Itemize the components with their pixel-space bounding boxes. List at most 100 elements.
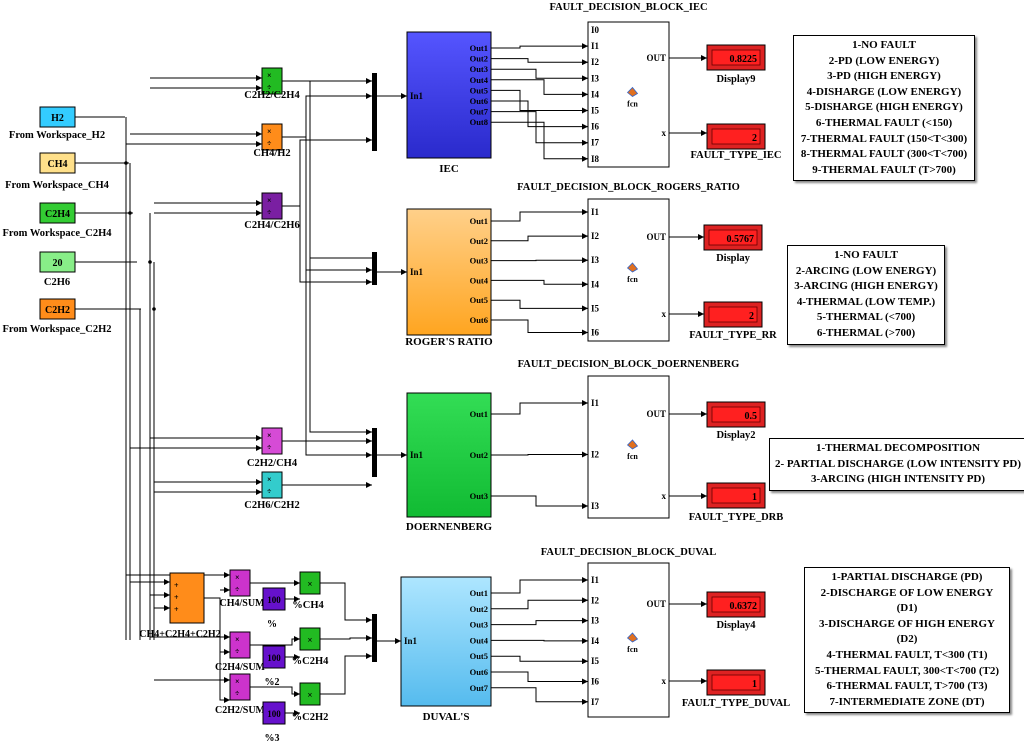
divide-sign: ÷: [267, 139, 272, 148]
source-label: C2H6: [44, 277, 70, 288]
mux-bar[interactable]: [372, 73, 377, 151]
display-screen: [711, 406, 761, 423]
sum-label: CH4+C2H4+C2H2: [139, 629, 220, 640]
mux-bar[interactable]: [372, 614, 377, 662]
product-block[interactable]: [299, 627, 321, 651]
fault-decision-block[interactable]: [587, 21, 670, 168]
mux-bar[interactable]: [372, 428, 377, 477]
product-label: %CH4: [292, 600, 324, 611]
signal-line: [491, 637, 588, 644]
multiply-sign: ×: [235, 573, 240, 582]
outport-label: OUT: [646, 409, 666, 419]
multiply-sign: ×: [267, 196, 272, 205]
divide-sign: ÷: [267, 487, 272, 496]
legend-line: 9-THERMAL FAULT (T>700): [812, 163, 956, 176]
divide-block[interactable]: [229, 631, 251, 659]
display-screen: [711, 487, 761, 504]
outport-label: Out6: [470, 96, 488, 106]
signal-line: [491, 577, 588, 594]
multiply-sign: ×: [307, 579, 312, 589]
outport-label: x: [662, 309, 667, 319]
subsystem-doernenberg[interactable]: [406, 392, 492, 518]
gain-block[interactable]: [262, 587, 286, 611]
inport-label: I6: [591, 328, 600, 338]
legend-line: 4-THERMAL (LOW TEMP.): [796, 295, 936, 308]
display-value: 0.6372: [730, 601, 758, 612]
subsystem-label: ROGER'S RATIO: [405, 336, 493, 348]
inport-label: I4: [591, 89, 600, 99]
outport-label: Out7: [470, 683, 489, 693]
display-label: Display2: [716, 430, 755, 441]
multiply-sign: ×: [267, 127, 272, 136]
outport-label: x: [662, 676, 667, 686]
display-value: 1: [752, 679, 757, 690]
fault-block-title: FAULT_DECISION_BLOCK_DOERNENBERG: [518, 359, 740, 370]
outport-label: x: [662, 128, 667, 138]
legend-line: 5-DISHARGE (HIGH ENERGY): [805, 101, 963, 114]
fault-block-title: FAULT_DECISION_BLOCK_DUVAL: [541, 547, 716, 558]
source-block-from-workspace-c2h4[interactable]: [39, 202, 76, 224]
junction-dot: [124, 161, 128, 165]
inport-label: I4: [591, 636, 600, 646]
gain-label: %3: [265, 733, 280, 743]
fault-decision-block[interactable]: [587, 562, 670, 718]
sum-block[interactable]: [169, 572, 205, 624]
mux-bar[interactable]: [372, 252, 377, 285]
signal-line: [491, 111, 588, 146]
legend-line: 7-INTERMEDIATE ZONE (DT): [829, 695, 985, 708]
fault-decision-block[interactable]: [587, 375, 670, 519]
outport-label: Out5: [470, 651, 488, 661]
subsystem-iec[interactable]: [406, 31, 492, 159]
display-screen: [711, 128, 761, 145]
display-value: 0.8225: [730, 54, 758, 65]
outport-label: Out4: [470, 75, 489, 85]
gain-block[interactable]: [262, 701, 286, 725]
product-block[interactable]: [299, 571, 321, 595]
subsystem-duval-s[interactable]: [400, 576, 492, 707]
divide-block[interactable]: [261, 471, 283, 499]
product-block[interactable]: [299, 682, 321, 706]
display-screen: [708, 306, 758, 323]
display-value: 2: [752, 133, 757, 144]
outport-label: OUT: [646, 232, 666, 242]
divide-block[interactable]: [261, 67, 283, 95]
divide-block[interactable]: [229, 673, 251, 701]
legend-line: 6-THERMAL (>700): [816, 326, 916, 339]
gain-block[interactable]: [262, 645, 286, 669]
outport-label: Out1: [470, 588, 488, 598]
source-block-from-workspace-ch4[interactable]: [39, 152, 76, 174]
subsystem-label: IEC: [439, 163, 459, 175]
legend-line: 3-DISCHARGE OF HIGH ENERGY: [819, 617, 995, 630]
outport-label: Out1: [470, 43, 488, 53]
multiply-sign: ×: [307, 690, 312, 700]
signal-line: [491, 617, 588, 626]
fault-decision-block[interactable]: [587, 198, 670, 342]
display-label: Display: [716, 253, 751, 264]
source-block-c2h6[interactable]: [39, 251, 76, 273]
divide-block[interactable]: [229, 569, 251, 597]
plus-sign: +: [174, 581, 179, 590]
outport-label: Out5: [470, 295, 488, 305]
inport-label: I3: [591, 616, 600, 626]
plus-sign: +: [174, 593, 179, 602]
source-block-from-workspace-h2[interactable]: [39, 106, 76, 128]
subsystem-roger-s-ratio[interactable]: [406, 208, 492, 336]
inport-label: I5: [591, 656, 600, 666]
inport-label: I6: [591, 122, 600, 132]
outport-label: Out2: [470, 54, 488, 64]
signal-line: [282, 80, 372, 259]
gain-value: 100: [267, 709, 281, 719]
source-label: From Workspace_H2: [9, 130, 105, 141]
legend-line: 5-THERMAL FAULT, 300<T<700 (T2): [814, 664, 1000, 677]
signal-line: [491, 89, 588, 114]
signal-line: [491, 68, 588, 82]
divide-block[interactable]: [261, 192, 283, 220]
source-block-from-workspace-c2h2[interactable]: [39, 298, 76, 320]
divide-block[interactable]: [261, 123, 283, 151]
legend-line: 4-THERMAL FAULT, T<300 (T1): [826, 648, 988, 661]
fault-block-title: FAULT_DECISION_BLOCK_ROGERS_RATIO: [517, 182, 740, 193]
multiply-sign: ×: [307, 635, 312, 645]
outport-label: Out4: [470, 635, 489, 645]
divide-block[interactable]: [261, 427, 283, 455]
ratio-label: CH4/H2: [253, 148, 290, 159]
